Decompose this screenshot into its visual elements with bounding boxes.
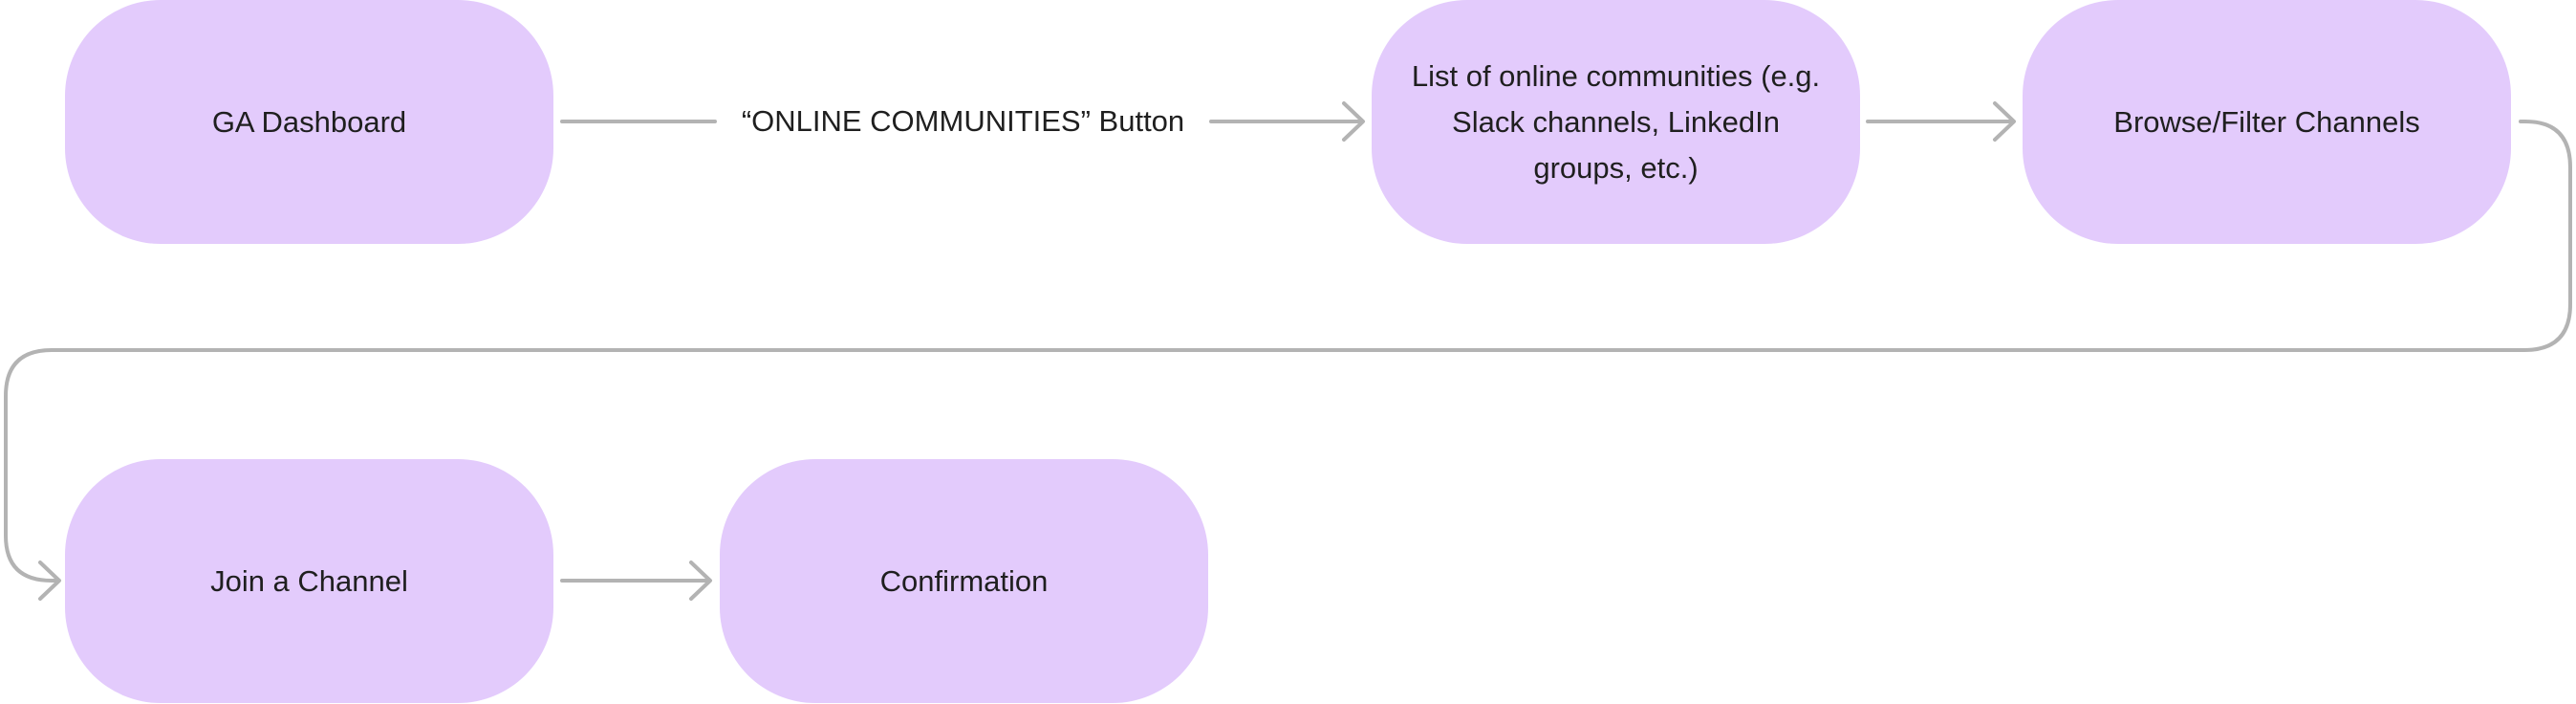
node-join-channel: Join a Channel bbox=[65, 459, 553, 703]
edge-label-online-communities-button: “ONLINE COMMUNITIES” Button bbox=[741, 104, 1185, 138]
node-communities-list-label: List of online communities (e.g. Slack c… bbox=[1411, 58, 1821, 185]
node-join-channel-label: Join a Channel bbox=[210, 563, 408, 598]
arrowhead-browse-icon bbox=[1993, 101, 2016, 142]
node-confirmation-label: Confirmation bbox=[879, 563, 1049, 598]
node-browse-filter-label: Browse/Filter Channels bbox=[2113, 104, 2420, 139]
arrowhead-confirmation-icon bbox=[689, 561, 712, 601]
node-communities-list: List of online communities (e.g. Slack c… bbox=[1372, 0, 1860, 244]
node-ga-dashboard: GA Dashboard bbox=[65, 0, 553, 244]
node-browse-filter: Browse/Filter Channels bbox=[2023, 0, 2511, 244]
node-confirmation: Confirmation bbox=[720, 459, 1208, 703]
node-ga-dashboard-label: GA Dashboard bbox=[211, 104, 407, 139]
connector-browse-to-join bbox=[4, 120, 2572, 583]
arrowhead-list-icon bbox=[1342, 101, 1365, 142]
arrowhead-join-icon bbox=[38, 561, 61, 601]
